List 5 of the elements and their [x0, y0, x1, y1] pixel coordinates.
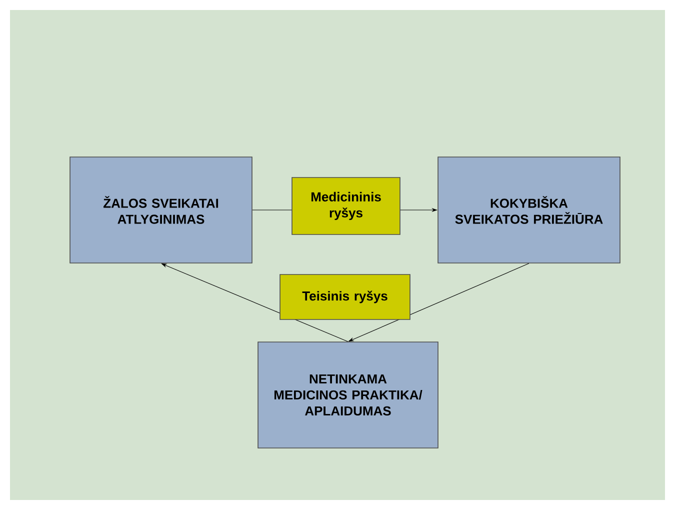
edge-label: Teisinis ryšys — [280, 274, 410, 320]
process-box: KOKYBIŠKA SVEIKATOS PRIEŽIŪRA — [438, 156, 620, 264]
process-box: ŽALOS SVEIKATAI ATLYGINIMAS — [70, 156, 252, 264]
process-box: NETINKAMA MEDICINOS PRAKTIKA/ APLAIDUMAS — [258, 342, 438, 448]
edge-label: Medicininis ryšys — [292, 177, 400, 235]
